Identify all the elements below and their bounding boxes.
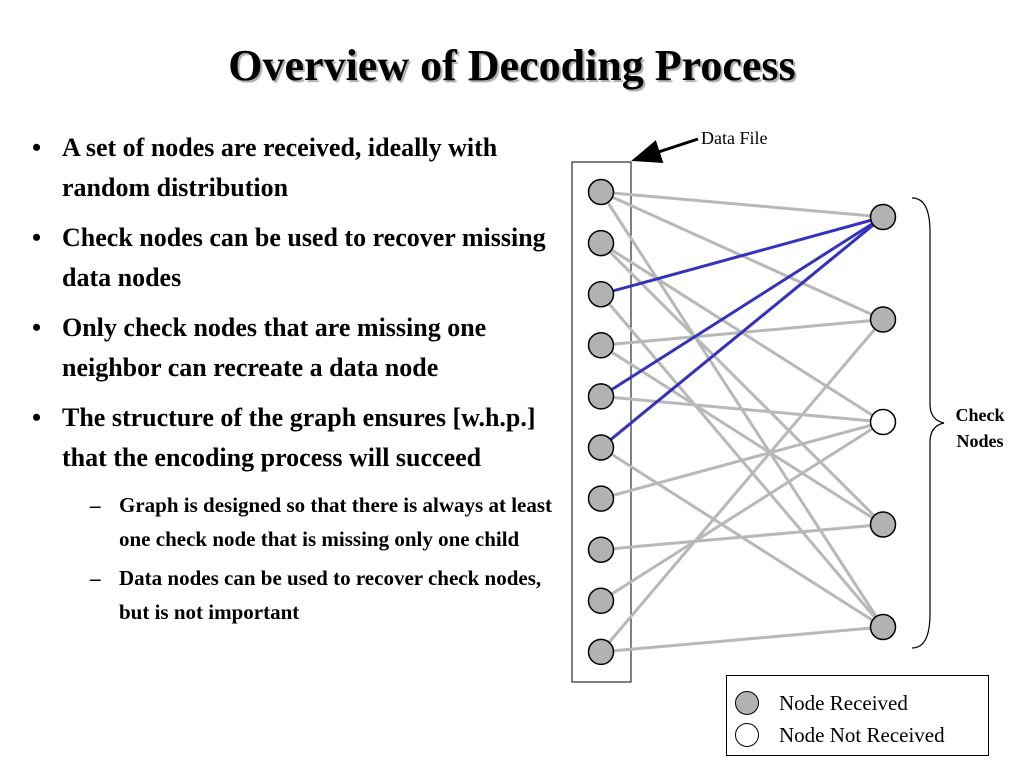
- bullet-text: A set of nodes are received, ideally wit…: [62, 133, 498, 202]
- bullet-text: Check nodes can be used to recover missi…: [62, 223, 546, 292]
- legend-not-received-label: Node Not Received: [779, 722, 945, 747]
- check-nodes-label: Check Nodes: [942, 402, 1018, 454]
- bullet-item: • A set of nodes are received, ideally w…: [32, 128, 562, 208]
- data-node: [587, 485, 615, 512]
- bullet-item: • The structure of the graph ensures [w.…: [32, 398, 562, 478]
- data-node: [587, 587, 615, 615]
- legend-not-received: Node Not Received: [735, 720, 945, 750]
- check-node: [869, 203, 897, 231]
- data-file-label: Data File: [701, 128, 768, 148]
- bullet-item: • Check nodes can be used to recover mis…: [32, 218, 562, 298]
- data-node: [587, 536, 615, 563]
- graph-edge: [600, 625, 884, 654]
- bullet-item: • Only check nodes that are missing one …: [32, 308, 562, 388]
- graph-edge: [600, 344, 884, 526]
- check-nodes-brace: [911, 197, 945, 649]
- check-node: [869, 613, 897, 641]
- data-node: [587, 229, 615, 257]
- bullet-list: • A set of nodes are received, ideally w…: [32, 128, 562, 634]
- recovery-edge: [600, 215, 884, 449]
- graph-edge: [600, 420, 884, 501]
- data-node: [587, 280, 615, 308]
- sub-bullet-item: – Data nodes can be used to recover chec…: [32, 561, 562, 629]
- check-node: [869, 306, 897, 333]
- check-nodes-label-line2: Nodes: [956, 431, 1004, 451]
- data-node: [587, 638, 615, 666]
- check-nodes-label-line1: Check: [955, 405, 1005, 425]
- slide-title: Overview of Decoding Process: [228, 41, 796, 90]
- legend-received: Node Received: [735, 688, 908, 718]
- recovery-edge: [600, 215, 884, 296]
- data-node: [587, 332, 615, 359]
- data-file-arrow: [631, 137, 699, 163]
- graph-edge: [599, 318, 885, 653]
- graph-edge: [600, 190, 884, 219]
- bullet-text: The structure of the graph ensures [w.h.…: [62, 403, 536, 472]
- sub-bullet-text: Data nodes can be used to recover check …: [119, 566, 542, 624]
- check-node: [869, 511, 897, 538]
- data-node: [587, 383, 615, 410]
- legend: Node Received Node Not Received: [726, 675, 989, 756]
- not-received-node-icon: [735, 723, 759, 747]
- graph-edge: [600, 420, 884, 603]
- bullet-marker: •: [32, 313, 42, 342]
- sub-bullet-marker: –: [90, 493, 101, 517]
- bullet-text: Only check nodes that are missing one ne…: [62, 313, 487, 382]
- graph-edge: [600, 394, 884, 424]
- bullet-marker: •: [32, 223, 42, 252]
- legend-received-label: Node Received: [779, 690, 908, 715]
- received-node-icon: [735, 691, 759, 715]
- sub-bullet-marker: –: [90, 566, 101, 590]
- graph-edge: [600, 523, 884, 552]
- bullet-marker: •: [32, 133, 42, 162]
- sub-bullet-item: – Graph is designed so that there is alw…: [32, 488, 562, 556]
- check-node: [869, 408, 897, 436]
- data-node: [587, 178, 615, 206]
- sub-bullet-text: Graph is designed so that there is alway…: [119, 493, 553, 551]
- graph-edge: [599, 242, 885, 526]
- data-node: [587, 434, 615, 461]
- recovery-edge: [600, 215, 884, 398]
- bullet-marker: •: [32, 403, 42, 432]
